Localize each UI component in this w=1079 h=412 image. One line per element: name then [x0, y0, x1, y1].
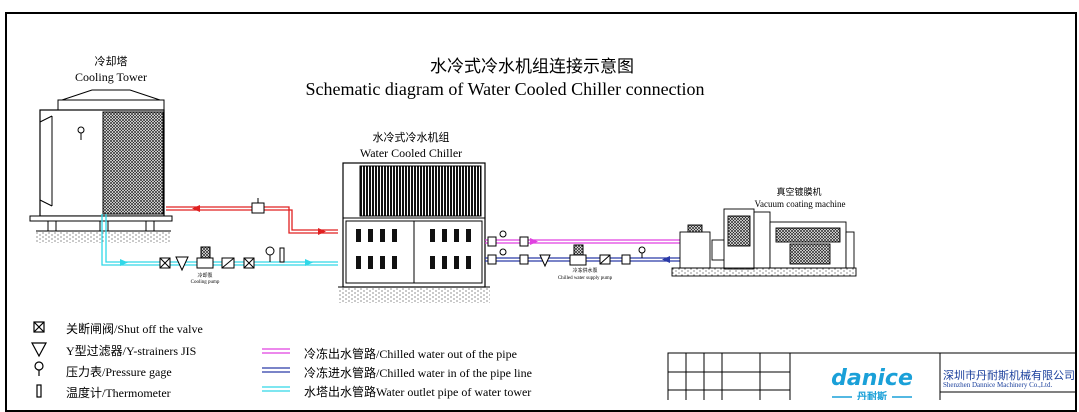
- water-cooled-chiller: [338, 162, 490, 303]
- brand-logo: danice: [831, 366, 913, 391]
- title-block: [667, 352, 1077, 400]
- cooling-tower-label-cn: 冷却塔: [95, 55, 128, 68]
- legend-chilled-out-label: 冷冻出水管路/Chilled water out of the pipe: [304, 347, 517, 361]
- chilled-water-out-pipe: [485, 239, 680, 244]
- shut-off-valve-icon: [487, 236, 497, 265]
- shut-off-valve-icon: [243, 257, 255, 269]
- legend-line-tower-outlet: [262, 386, 290, 392]
- pressure-gage-icon: [499, 230, 507, 256]
- schematic-diagram: 水冷式冷水机组连接示意图 Schematic diagram of Water …: [29, 55, 1077, 400]
- legend-thermometer-label: 温度计/Thermometer: [66, 386, 171, 400]
- legend-shut-off-valve-icon: [33, 321, 45, 333]
- cooling-pump-label-en: Cooling pump: [191, 280, 220, 285]
- coating-machine-label-cn: 真空镀膜机: [776, 186, 821, 197]
- legend-thermometer-icon: [36, 384, 42, 398]
- chilled-pump-label-cn: 冷冻供水泵: [572, 267, 597, 274]
- shut-off-valve-icon: [621, 254, 631, 265]
- company-name-cn: 深圳市丹耐斯机械有限公司: [943, 370, 1075, 382]
- check-valve-icon: [221, 257, 235, 269]
- y-strainer-icon: [539, 254, 551, 268]
- coating-machine-label-en: Vacuum coating machine: [755, 199, 846, 209]
- legend-pressure-gage-icon: [34, 361, 44, 376]
- legend-chilled-in-label: 冷冻进水管路/Chilled water in of the pipe line: [304, 366, 532, 380]
- cooling-pump-label-cn: 冷却泵: [197, 272, 212, 279]
- hot-water-pipe: [166, 206, 338, 234]
- chiller-label-en: Water Cooled Chiller: [360, 146, 462, 160]
- title-en: Schematic diagram of Water Cooled Chille…: [305, 79, 704, 99]
- shut-off-valve-icon: [251, 198, 265, 214]
- cooling-pump-icon: [196, 246, 214, 269]
- flow-arrow-icon: [530, 238, 538, 245]
- cooling-tower: [29, 89, 173, 243]
- title-cn: 水冷式冷水机组连接示意图: [430, 57, 634, 76]
- shut-off-valve-icon: [519, 236, 529, 265]
- flow-arrow-icon: [192, 205, 200, 212]
- legend-tower-outlet-label: 水塔出水管路Water outlet pipe of water tower: [304, 385, 532, 399]
- flow-arrow-icon: [305, 259, 313, 266]
- y-strainer-icon: [175, 256, 189, 272]
- brand-logo-cn: 丹耐斯: [857, 390, 887, 400]
- pressure-gage-icon: [638, 246, 646, 258]
- thermometer-icon: [279, 247, 285, 263]
- check-valve-icon: [599, 254, 611, 265]
- cooling-tower-label-en: Cooling Tower: [75, 70, 147, 84]
- chilled-water-pump-icon: [569, 244, 587, 266]
- chilled-pump-label-en: Chilled water supply pump: [558, 276, 613, 281]
- legend-y-strainer-label: Y型过滤器/Y-strainers JIS: [66, 344, 197, 358]
- legend-shut-off-valve-label: 关断闸阀/Shut off the valve: [66, 322, 203, 336]
- shut-off-valve-icon: [159, 257, 171, 269]
- legend-y-strainer-icon: [30, 342, 48, 358]
- legend-pressure-gage-label: 压力表/Pressure gage: [66, 365, 172, 379]
- vacuum-coating-machine: [671, 208, 857, 277]
- legend-line-chilled-in: [262, 367, 290, 373]
- pressure-gage-icon: [265, 246, 275, 262]
- company-name-en: Shenzhen Dannice Machinery Co.,Ltd.: [943, 381, 1053, 389]
- legend-line-chilled-out: [262, 348, 290, 354]
- flow-arrow-icon: [318, 228, 326, 235]
- tower-outlet-pipe: [101, 214, 338, 266]
- flow-arrow-icon: [120, 259, 128, 266]
- flow-arrow-icon: [662, 256, 670, 263]
- chiller-label-cn: 水冷式冷水机组: [373, 130, 450, 144]
